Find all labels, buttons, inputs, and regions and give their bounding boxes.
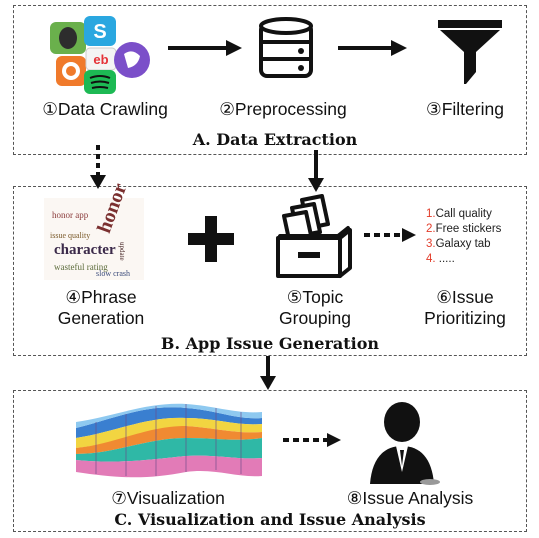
section-title-visualization-issue-analysis: C. Visualization and Issue Analysis (114, 510, 426, 529)
svg-text:honor app: honor app (52, 210, 89, 220)
step-label-grouping: Grouping (279, 308, 351, 328)
list-item: 2.Free stickers (426, 223, 502, 235)
plus-icon (188, 216, 234, 262)
list-item: 1.Call quality (426, 208, 492, 220)
list-item: 3.Galaxy tab (426, 238, 491, 250)
svg-text:wasteful rating: wasteful rating (54, 262, 108, 272)
arrow-down-icon (260, 356, 276, 390)
svg-text:eb: eb (93, 52, 108, 67)
funnel-icon (438, 20, 502, 84)
svg-text:update: update (118, 242, 126, 261)
panel-app-issue-generation (13, 186, 527, 356)
streamgraph-icon (76, 403, 262, 478)
svg-text:issue quality: issue quality (50, 231, 90, 240)
word-cloud-icon: honor character honor app wasteful ratin… (44, 180, 144, 280)
section-title-app-issue-generation: B. App Issue Generation (160, 334, 380, 353)
database-icon (259, 17, 313, 78)
arrow-icon (338, 40, 407, 56)
step-label-topic: ⑤Topic (286, 287, 344, 307)
dotted-arrow-icon (90, 145, 106, 189)
step-label-preprocessing: ②Preprocessing (219, 99, 347, 119)
svg-text:slow crash: slow crash (96, 269, 130, 278)
step-label-generation: Generation (57, 308, 145, 328)
step-label-data-crawling: ①Data Crawling (42, 99, 168, 119)
step-label-prioritizing: Prioritizing (424, 308, 506, 328)
arrow-down-icon (308, 150, 324, 192)
step-label-filtering: ③Filtering (426, 99, 504, 119)
arrow-icon (168, 40, 242, 56)
panel-visualization-analysis (13, 390, 527, 532)
dotted-arrow-icon (283, 433, 341, 447)
analyst-person-icon (370, 402, 440, 485)
step-label-issue-analysis: ⑧Issue Analysis (346, 488, 474, 508)
issue-priority-list: 1.Call quality 2.Free stickers 3.Galaxy … (426, 207, 501, 267)
section-title-data-extraction: A. Data Extraction (192, 130, 358, 149)
list-item: 4. ..... (426, 253, 455, 265)
step-label-visualization: ⑦Visualization (111, 488, 225, 508)
panel-data-extraction (13, 5, 527, 155)
svg-text:S: S (93, 21, 106, 43)
file-box-icon (276, 194, 352, 278)
step-label-phrase: ④Phrase (65, 287, 137, 307)
dotted-arrow-icon (364, 228, 416, 242)
step-label-issue: ⑥Issue (436, 287, 494, 307)
app-icons-cluster-icon: S eb (50, 16, 150, 94)
svg-text:character: character (54, 242, 116, 258)
